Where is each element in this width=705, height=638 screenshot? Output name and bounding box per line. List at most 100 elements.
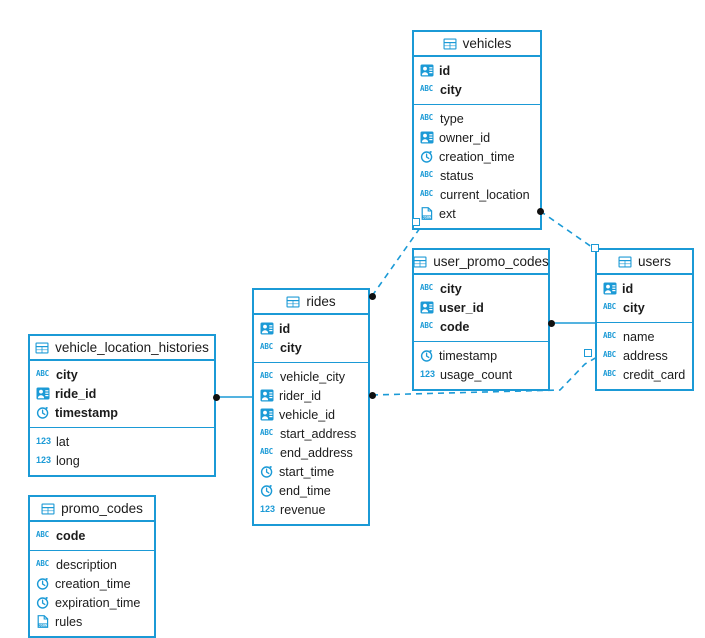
primary-key-field-id[interactable]: id xyxy=(254,319,368,338)
table-header[interactable]: vehicle_location_histories xyxy=(30,336,214,361)
field-label: city xyxy=(440,82,462,97)
primary-key-field-id[interactable]: id xyxy=(597,279,692,298)
relationship-square-marker xyxy=(412,218,420,226)
relationship-dot-marker xyxy=(536,207,544,215)
column-field-type[interactable]: ABC type xyxy=(414,109,540,128)
primary-key-field-user_id[interactable]: user_id xyxy=(414,298,548,317)
number-icon: 123 xyxy=(36,436,52,446)
field-label: creation_time xyxy=(55,576,131,591)
field-label: ext xyxy=(439,206,456,221)
table-grid-icon xyxy=(41,503,55,515)
primary-key-field-timestamp[interactable]: timestamp xyxy=(30,403,214,422)
field-label: description xyxy=(56,557,117,572)
text-abc-icon: ABC xyxy=(420,113,433,122)
column-field-timestamp[interactable]: timestamp xyxy=(414,346,548,365)
field-label: type xyxy=(440,111,464,126)
table-header[interactable]: users xyxy=(597,250,692,275)
text-abc-icon: ABC xyxy=(260,342,273,351)
field-label: timestamp xyxy=(55,405,118,420)
clock-icon xyxy=(36,406,50,419)
field-label: start_time xyxy=(279,464,335,479)
table-header[interactable]: rides xyxy=(254,290,368,315)
field-label: end_address xyxy=(280,445,353,460)
table-header[interactable]: promo_codes xyxy=(30,497,154,522)
text-abc-icon: ABC xyxy=(420,189,433,198)
column-field-expiration_time[interactable]: expiration_time xyxy=(30,593,154,612)
column-field-creation_time[interactable]: creation_time xyxy=(30,574,154,593)
column-field-owner_id[interactable]: owner_id xyxy=(414,128,540,147)
field-label: id xyxy=(279,321,291,336)
primary-key-field-ride_id[interactable]: ride_id xyxy=(30,384,214,403)
column-field-start_time[interactable]: start_time xyxy=(254,462,368,481)
text-abc-icon: ABC xyxy=(603,369,616,378)
clock-icon xyxy=(420,349,434,362)
text-abc-icon: ABC xyxy=(603,331,616,340)
text-abc-icon: ABC xyxy=(603,350,616,359)
field-label: current_location xyxy=(440,187,530,202)
table-name: promo_codes xyxy=(61,501,143,516)
field-label: city xyxy=(440,281,462,296)
id-badge-icon xyxy=(420,64,434,77)
field-label: timestamp xyxy=(439,348,498,363)
table-grid-icon xyxy=(35,342,49,354)
field-label: id xyxy=(622,281,634,296)
column-field-current_location[interactable]: ABC current_location xyxy=(414,185,540,204)
table-name: user_promo_codes xyxy=(433,254,549,269)
field-label: owner_id xyxy=(439,130,491,145)
clock-icon xyxy=(260,484,274,497)
id-badge-icon xyxy=(420,131,434,144)
table-grid-icon xyxy=(443,38,457,50)
table-header[interactable]: vehicles xyxy=(414,32,540,57)
number-icon: 123 xyxy=(420,369,436,379)
clock-icon xyxy=(420,150,434,163)
table-header[interactable]: user_promo_codes xyxy=(413,250,549,275)
field-label: long xyxy=(56,453,80,468)
field-label: end_time xyxy=(279,483,331,498)
field-label: status xyxy=(440,168,474,183)
column-field-creation_time[interactable]: creation_time xyxy=(414,147,540,166)
id-badge-icon xyxy=(260,322,274,335)
table-name: vehicle_location_histories xyxy=(55,340,209,355)
field-label: rider_id xyxy=(279,388,321,403)
field-label: creation_time xyxy=(439,149,515,164)
column-field-rider_id[interactable]: rider_id xyxy=(254,386,368,405)
field-label: city xyxy=(56,367,78,382)
id-badge-icon xyxy=(260,389,274,402)
relationship-dot-marker xyxy=(547,319,555,327)
primary-key-field-id[interactable]: id xyxy=(414,61,540,80)
column-field-vehicle_id[interactable]: vehicle_id xyxy=(254,405,368,424)
field-label: city xyxy=(623,300,645,315)
column-field-end_time[interactable]: end_time xyxy=(254,481,368,500)
